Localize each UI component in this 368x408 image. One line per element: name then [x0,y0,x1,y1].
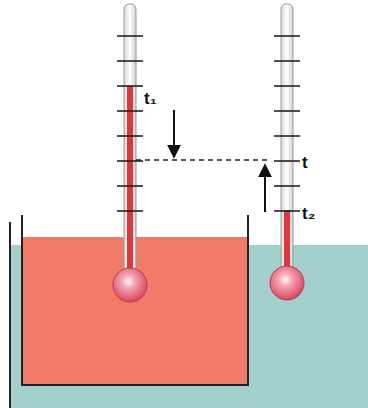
falling-arrow [173,110,175,156]
tank-wall [9,222,11,408]
thermometer-hot [113,4,147,302]
temperature-label: t₁ [144,90,157,107]
temperature-label: t [302,154,308,171]
temperature-label: t₂ [302,205,315,222]
rising-arrow [264,166,266,212]
level-line [136,159,268,161]
thermometer-cold [270,4,304,300]
